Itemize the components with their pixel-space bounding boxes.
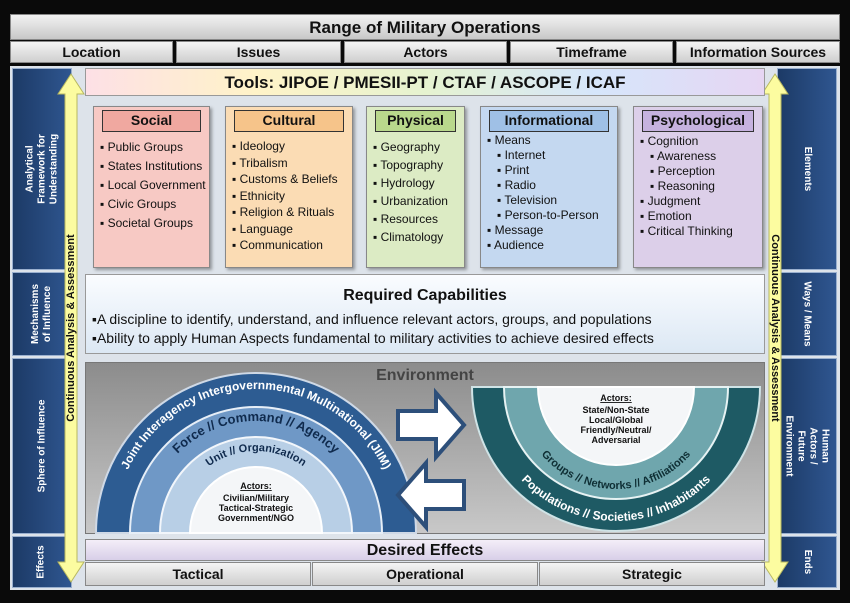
panel-list-item: Ethnicity xyxy=(232,188,338,205)
side-label-human-actors: Human Actors / Future Environment xyxy=(777,358,837,534)
panel-list-item: Hydrology xyxy=(373,174,448,192)
panel-list-item: Print xyxy=(487,163,599,178)
left-actors-core xyxy=(188,466,324,534)
capability-line-2: ▪Ability to apply Human Aspects fundamen… xyxy=(92,330,654,346)
range-of-military-operations-title: Range of Military Operations xyxy=(10,14,840,40)
right-actors-line: Local/Global xyxy=(589,415,643,425)
environment-panel: Environment Joint Interagency Intergover… xyxy=(85,362,765,534)
desired-effects-bar: Desired Effects xyxy=(85,539,765,561)
panel-list-item: Tribalism xyxy=(232,155,338,172)
panel-list-item: Critical Thinking xyxy=(640,224,733,239)
side-label-sphere-of-influence: Sphere of Influence xyxy=(12,358,72,534)
capability-line-1: ▪A discipline to identify, understand, a… xyxy=(92,311,652,327)
right-actors-core xyxy=(536,386,696,466)
capabilities-title: Required Capabilities xyxy=(343,287,507,304)
panel-list-item: Urbanization xyxy=(373,192,448,210)
panel-list-item: Perception xyxy=(640,164,733,179)
panel-list: MeansInternetPrintRadioTelevisionPerson-… xyxy=(487,133,599,253)
panel-list-item: Communication xyxy=(232,237,338,254)
panel-list-item: Public Groups xyxy=(100,138,206,157)
panel-list: IdeologyTribalismCustoms & BeliefsEthnic… xyxy=(232,138,338,254)
right-actors-line: Friendly/Neutral/ xyxy=(580,425,652,435)
panel-list: CognitionAwarenessPerceptionReasoningJud… xyxy=(640,134,733,239)
left-arrow-label: Continuous Analysis & Assessment xyxy=(65,234,77,422)
panel-list-item: Radio xyxy=(487,178,599,193)
panel-list-item: Person-to-Person xyxy=(487,208,599,223)
left-actors-head: Actors: xyxy=(240,481,272,491)
right-actors-head: Actors: xyxy=(600,393,632,403)
side-label-analytical-framework: Analytical Framework for Understanding xyxy=(12,68,72,270)
panel-cultural: Cultural IdeologyTribalismCustoms & Beli… xyxy=(225,106,353,268)
panel-social: Social Public GroupsStates InstitutionsL… xyxy=(93,106,210,268)
panel-list-item: Judgment xyxy=(640,194,733,209)
tab-information-sources: Information Sources xyxy=(676,41,840,63)
left-arrow-icon xyxy=(395,457,466,533)
tab-timeframe: Timeframe xyxy=(510,41,673,63)
side-label-mechanisms-of-influence: Mechanisms of Influence xyxy=(12,272,72,356)
left-actors-line: Civilian/Military xyxy=(223,493,289,503)
tools-bar: Tools: JIPOE / PMESII-PT / CTAF / ASCOPE… xyxy=(85,68,765,96)
environment-title: Environment xyxy=(376,367,474,384)
panel-title: Social xyxy=(102,110,201,132)
panel-physical: Physical GeographyTopographyHydrologyUrb… xyxy=(366,106,465,268)
right-arrow-label: Continuous Analysis & Assessment xyxy=(769,234,781,422)
panel-list-item: Language xyxy=(232,221,338,238)
panel-list-item: States Institutions xyxy=(100,157,206,176)
panel-list-item: Local Government xyxy=(100,176,206,195)
panel-list-item: Civic Groups xyxy=(100,195,206,214)
panel-title: Psychological xyxy=(642,110,754,132)
required-capabilities: Required Capabilities ▪A discipline to i… xyxy=(85,274,765,354)
tab-actors: Actors xyxy=(344,41,507,63)
panel-list-item: Message xyxy=(487,223,599,238)
effect-operational: Operational xyxy=(312,562,538,586)
left-actors-line: Tactical-Strategic xyxy=(219,503,293,513)
effect-tactical: Tactical xyxy=(85,562,311,586)
panel-list-item: Customs & Beliefs xyxy=(232,171,338,188)
panel-list-item: Geography xyxy=(373,138,448,156)
panel-list-item: Societal Groups xyxy=(100,214,206,233)
effect-strategic: Strategic xyxy=(539,562,765,586)
environment-diagram: Joint Interagency Intergovernmental Mult… xyxy=(94,372,762,534)
right-actors-line: Adversarial xyxy=(591,435,640,445)
tab-issues: Issues xyxy=(176,41,341,63)
panel-list-item: Topography xyxy=(373,156,448,174)
panel-list-item: Religion & Rituals xyxy=(232,204,338,221)
panel-list-item: Internet xyxy=(487,148,599,163)
right-double-arrow xyxy=(761,73,789,583)
panel-list-item: Ideology xyxy=(232,138,338,155)
right-actors-line: State/Non-State xyxy=(582,405,649,415)
panel-list-item: Means xyxy=(487,133,599,148)
panel-list-item: Emotion xyxy=(640,209,733,224)
panel-title: Physical xyxy=(375,110,456,132)
left-actors-line: Government/NGO xyxy=(218,513,294,523)
panel-list-item: Climatology xyxy=(373,228,448,246)
panel-psychological: Psychological CognitionAwarenessPercepti… xyxy=(633,106,763,268)
panel-list-item: Cognition xyxy=(640,134,733,149)
panel-informational: Informational MeansInternetPrintRadioTel… xyxy=(480,106,618,268)
panel-list-item: Audience xyxy=(487,238,599,253)
panel-list: GeographyTopographyHydrologyUrbanization… xyxy=(373,138,448,246)
panel-list-item: Television xyxy=(487,193,599,208)
panel-list-item: Awareness xyxy=(640,149,733,164)
panel-list-item: Reasoning xyxy=(640,179,733,194)
panel-title: Cultural xyxy=(234,110,344,132)
panel-title: Informational xyxy=(489,110,609,132)
tab-location: Location xyxy=(10,41,173,63)
panel-list-item: Resources xyxy=(373,210,448,228)
panel-list: Public GroupsStates InstitutionsLocal Go… xyxy=(100,138,206,233)
left-double-arrow xyxy=(57,73,85,583)
right-arrow-icon xyxy=(396,387,467,463)
